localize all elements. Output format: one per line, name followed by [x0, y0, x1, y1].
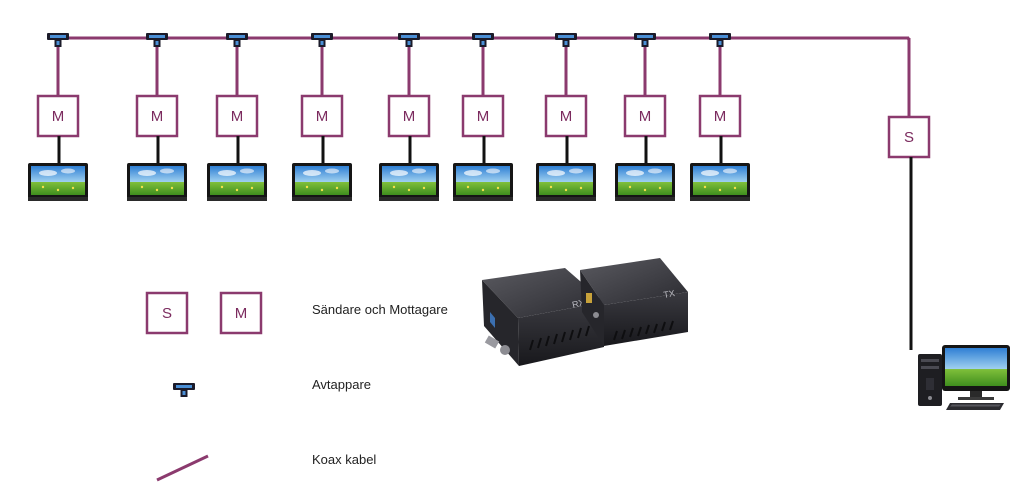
tap-splitter-icon [47, 33, 69, 47]
sender-box-label: S [904, 129, 914, 146]
receiver-box [300, 94, 344, 138]
tv-screen-icon [379, 163, 439, 201]
receiver-box [215, 94, 259, 138]
receiver-unit: M [615, 33, 675, 201]
tv-screen-icon [127, 163, 187, 201]
tv-screen-icon [28, 163, 88, 201]
tv-screen-icon [536, 163, 596, 201]
receiver-box-label: M [560, 108, 573, 125]
tap-splitter-icon [709, 33, 731, 47]
tap-splitter-icon [146, 33, 168, 47]
legend-sender-box [145, 291, 189, 335]
receiver-box-label: M [403, 108, 416, 125]
legend-sender-receiver-text: Sändare och Mottagare [312, 302, 448, 317]
receiver-unit: M [207, 33, 267, 201]
receiver-unit: M [379, 33, 439, 201]
receiver-unit: M [536, 33, 596, 201]
tv-screen-icon [690, 163, 750, 201]
legend-coax-text: Koax kabel [312, 452, 376, 467]
legend-receiver-box [219, 291, 263, 335]
receiver-box-label: M [714, 108, 727, 125]
tv-screen-icon [207, 163, 267, 201]
receiver-box-label: M [477, 108, 490, 125]
tap-splitter-icon [311, 33, 333, 47]
legend-tap-icon [173, 383, 195, 397]
computer-icon [918, 345, 1010, 410]
extender-devices-photo: RX TX [482, 258, 688, 366]
receiver-box-label: M [52, 108, 65, 125]
sender-chain: S [887, 38, 1010, 410]
receiver-unit: M [28, 33, 88, 201]
receiver-box [698, 94, 742, 138]
legend: S M Sändare och Mottagare Avtappare Koax… [145, 291, 448, 482]
receiver-unit: M [690, 33, 750, 201]
receiver-box-label: M [151, 108, 164, 125]
receiver-box-label: M [639, 108, 652, 125]
tv-screen-icon [453, 163, 513, 201]
tx-device: TX [580, 258, 688, 346]
legend-sender-box-label: S [162, 305, 172, 322]
tv-screen-icon [615, 163, 675, 201]
tap-splitter-icon [226, 33, 248, 47]
tap-splitter-icon [634, 33, 656, 47]
tv-screen-icon [292, 163, 352, 201]
rx-device: RX [482, 268, 604, 366]
receiver-unit: M [292, 33, 352, 201]
receiver-box [544, 94, 588, 138]
tap-splitter-icon [398, 33, 420, 47]
legend-coax-line [156, 454, 209, 482]
legend-receiver-box-label: M [235, 305, 248, 322]
receiver-box-label: M [316, 108, 329, 125]
receiver-unit: M [453, 33, 513, 201]
receiver-box [387, 94, 431, 138]
legend-tap-text: Avtappare [312, 377, 371, 392]
tap-splitter-icon [472, 33, 494, 47]
sender-box [887, 115, 931, 159]
receiver-unit: M [127, 33, 187, 201]
tap-splitter-icon [555, 33, 577, 47]
receiver-box-label: M [231, 108, 244, 125]
tx-device-label: TX [663, 288, 676, 300]
